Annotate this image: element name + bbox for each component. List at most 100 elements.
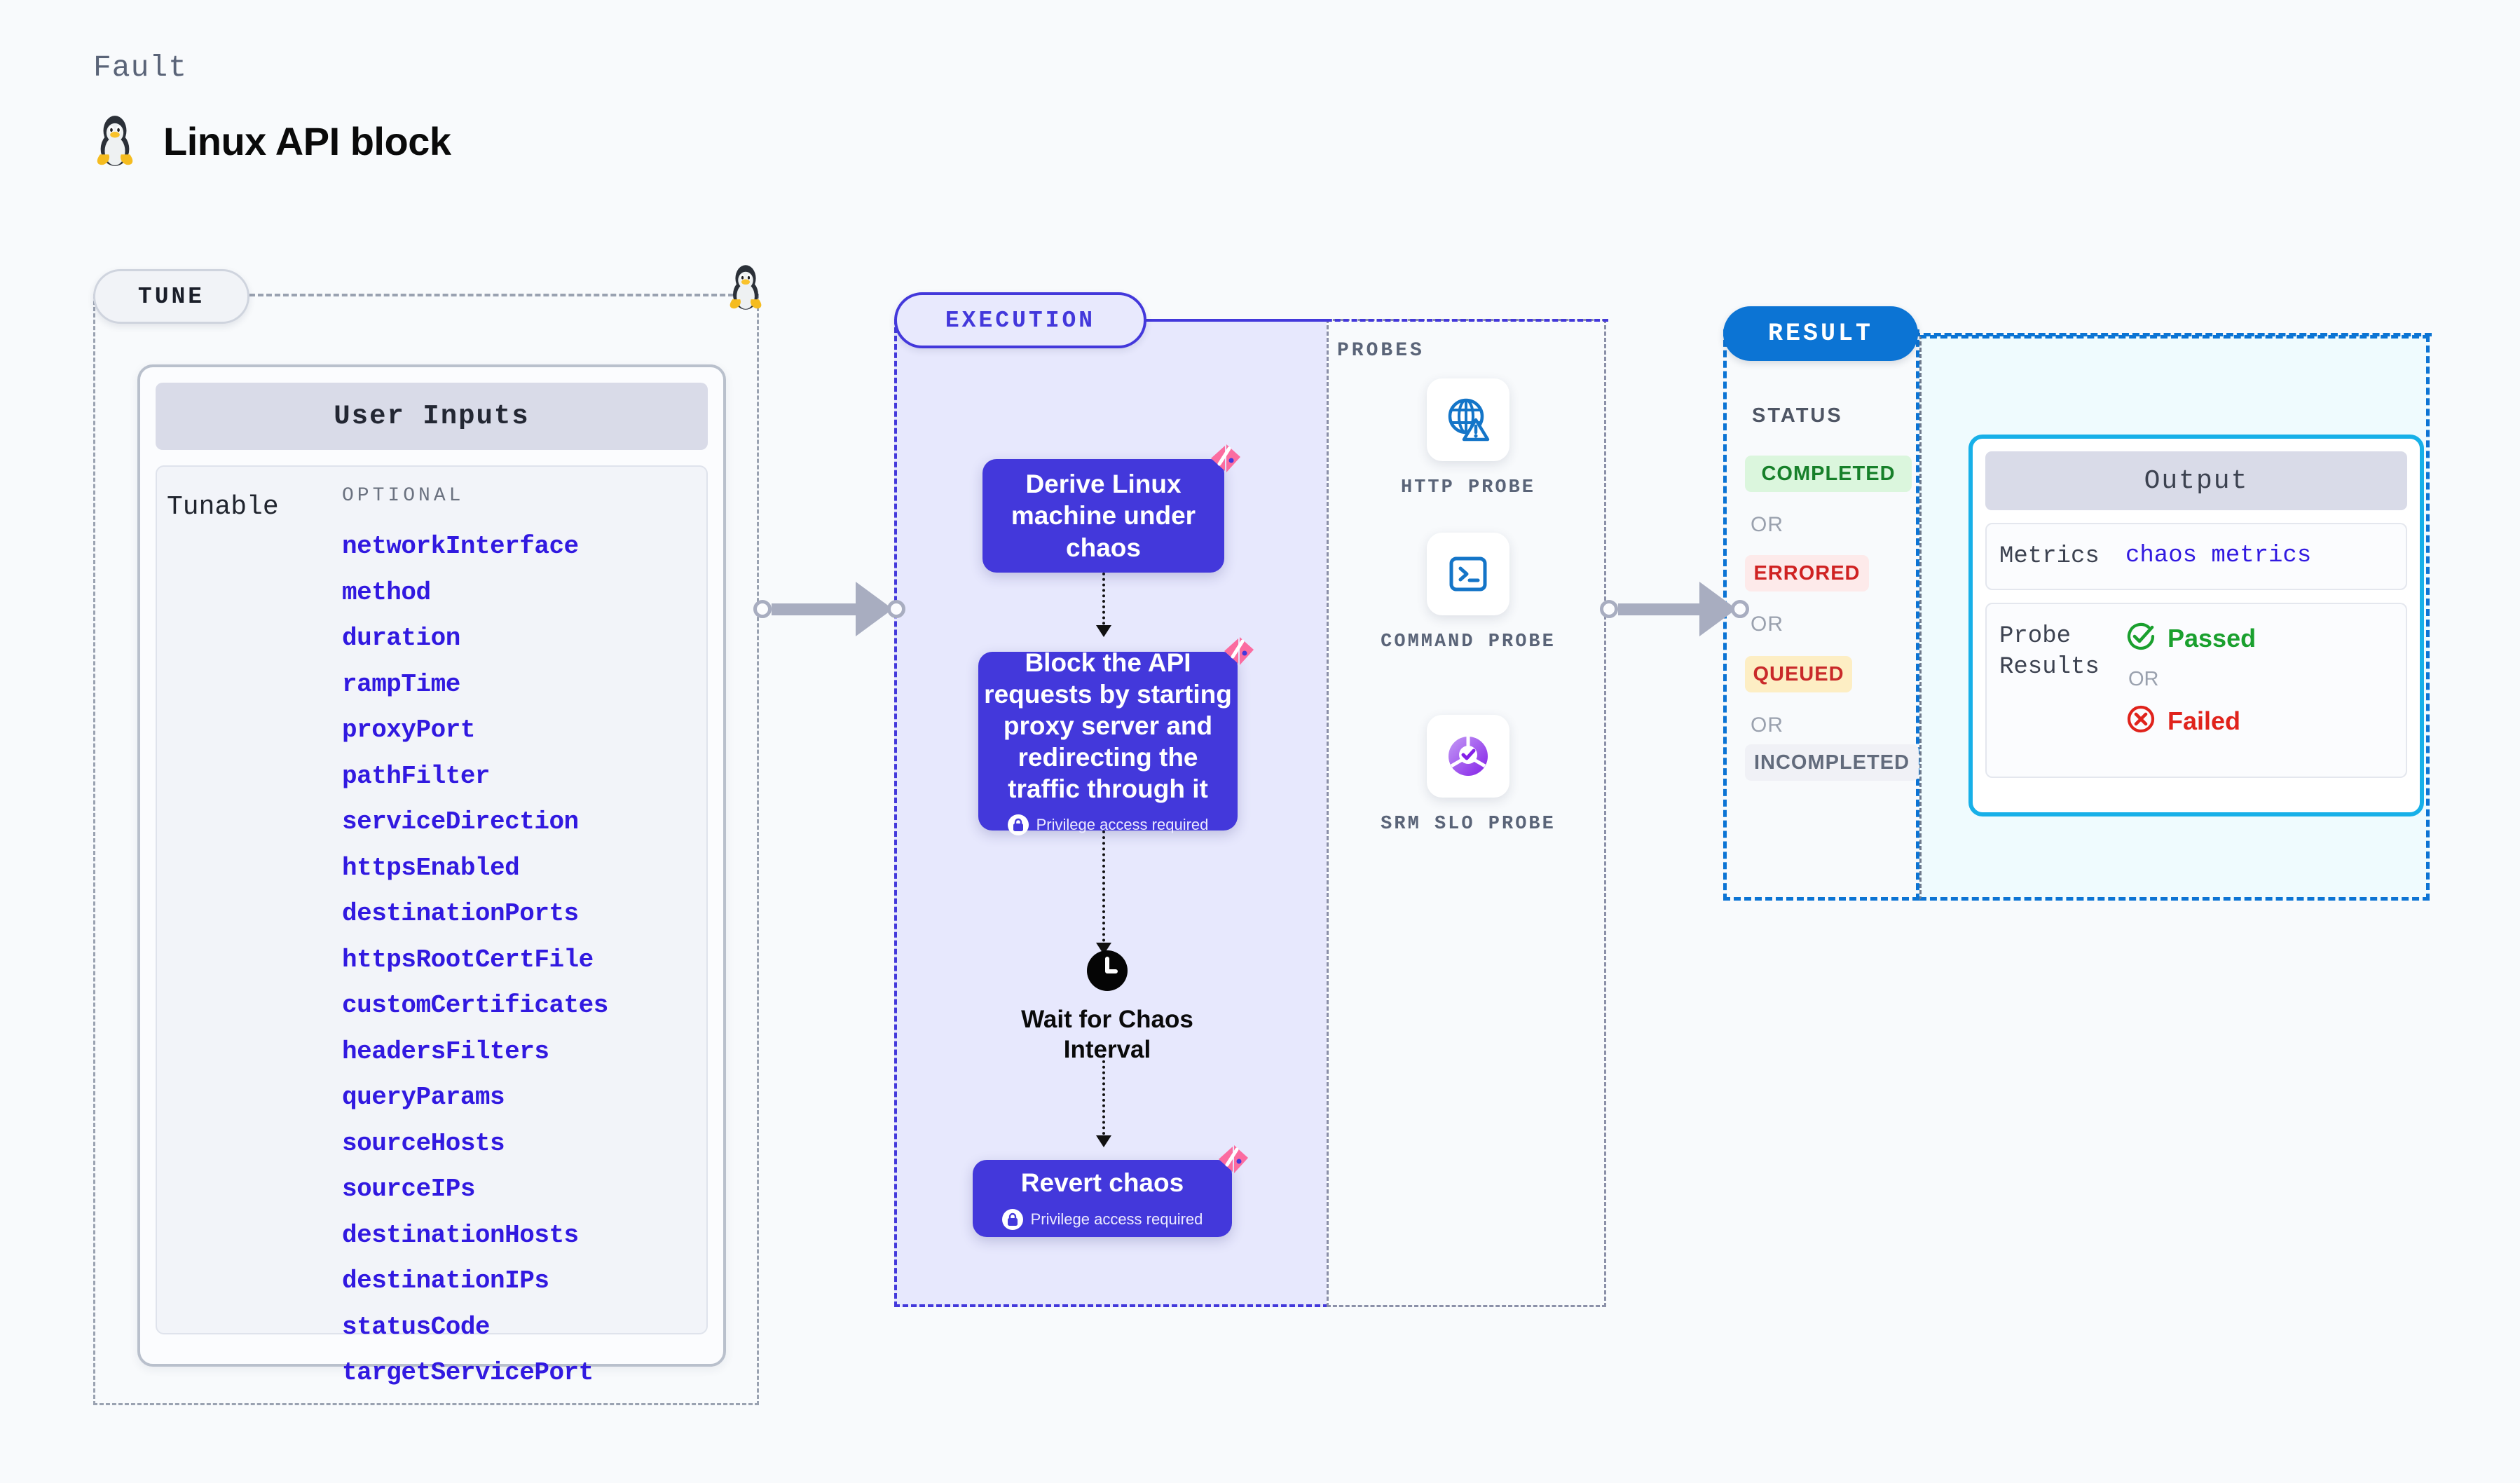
param-destinationHosts[interactable]: destinationHosts [342,1220,579,1250]
flow-link-derive-to-block [1096,573,1111,637]
status-badge-errored: ERRORED [1745,555,1869,592]
privilege-note-text: Privilege access required [1036,816,1209,834]
exec-node-label: Block the API requests by starting proxy… [984,648,1232,804]
fault-eyebrow-label: Fault [93,50,188,85]
optional-parameter-list: OPTIONAL networkInterface method duratio… [342,485,699,1387]
exec-node-revert-chaos[interactable]: Revert chaos Privilege access required [973,1145,1248,1237]
probe-http[interactable]: HTTP PROBE [1381,378,1556,500]
output-card: Output Metrics chaos metrics Probe Resul… [1968,435,2424,816]
param-proxyPort[interactable]: proxyPort [342,716,475,744]
param-sourceHosts[interactable]: sourceHosts [342,1128,505,1158]
exec-node-label: Derive Linux machine under chaos [1011,470,1196,562]
output-probe-results-row: Probe Results Passed OR [1985,603,2407,779]
flow-arrowhead [1096,1135,1111,1147]
exec-node-label: Revert chaos [1020,1168,1184,1198]
x-circle-icon [2125,704,2156,738]
flow-link-block-to-wait [1096,831,1111,955]
status-or-label: OR [1751,713,1783,737]
param-destinationIPs[interactable]: destinationIPs [342,1266,549,1295]
privilege-note: Privilege access required [1007,814,1209,836]
param-sourceIPs[interactable]: sourceIPs [342,1175,475,1203]
param-rampTime[interactable]: rampTime [342,669,460,699]
connector-arrowhead [856,582,893,636]
check-circle-icon [2125,621,2156,655]
probes-region-boundary [1327,319,1606,1307]
execution-dashed-connector-line [1142,319,1608,322]
exec-node-wait-for-chaos-interval: Wait for Chaos Interval [1013,950,1202,1065]
param-serviceDirection[interactable]: serviceDirection [342,807,579,836]
connector-execution-to-result [1600,582,1749,636]
metrics-key-label: Metrics [1999,543,2100,570]
probes-title: PROBES [1337,340,1425,362]
param-networkInterface[interactable]: networkInterface [342,532,579,561]
clock-icon [1086,950,1128,995]
status-badge-completed: COMPLETED [1745,456,1912,492]
tux-penguin-icon-on-line [724,262,767,316]
lock-icon [1001,1208,1023,1230]
wait-node-label: Wait for Chaos Interval [1021,1006,1193,1063]
probe-command-label: COMMAND PROBE [1381,631,1556,652]
status-or-label: OR [1751,513,1783,536]
lock-icon [1007,814,1029,836]
param-duration[interactable]: duration [342,624,460,652]
status-title: STATUS [1752,404,1843,427]
param-customCertificates[interactable]: customCertificates [342,991,608,1020]
probe-command[interactable]: COMMAND PROBE [1381,533,1556,655]
probe-srm-slo-label: SRM SLO PROBE [1381,814,1556,835]
privilege-note: Privilege access required [1001,1208,1203,1230]
result-section-pill[interactable]: RESULT [1723,306,1918,361]
connector-end-dot [1731,600,1749,618]
globe-warning-icon [1427,378,1509,461]
param-headersFilters[interactable]: headersFilters [342,1037,549,1066]
harness-corner-badge-icon [1221,636,1255,670]
page-title: Linux API block [163,118,451,163]
status-badge-incompleted: INCOMPLETED [1745,744,1919,781]
tux-penguin-icon [93,112,137,170]
param-httpsEnabled[interactable]: httpsEnabled [342,853,520,882]
probe-result-passed: Passed [2125,621,2256,655]
param-httpsRootCertFile[interactable]: httpsRootCertFile [342,945,594,974]
connector-start-dot [1600,600,1618,618]
probe-results-key-label: Probe Results [1999,623,2100,681]
output-metrics-row: Metrics chaos metrics [1985,523,2407,591]
output-title: Output [1985,451,2407,510]
tunable-panel: Tunable OPTIONAL networkInterface method… [156,465,708,1387]
metrics-value[interactable]: chaos metrics [2125,542,2312,569]
exec-node-derive-linux-machine[interactable]: Derive Linux machine under chaos [982,444,1240,573]
param-queryParams[interactable]: queryParams [342,1083,505,1112]
probe-srm-slo[interactable]: SRM SLO PROBE [1381,715,1556,837]
connector-shaft [1618,603,1701,615]
probe-http-label: HTTP PROBE [1400,477,1536,498]
tune-section-pill[interactable]: TUNE [93,269,249,324]
tune-region-boundary [93,294,759,1405]
probe-result-or-label: OR [2128,668,2159,691]
param-statusCode[interactable]: statusCode [342,1312,491,1341]
result-region-boundary [1723,329,1919,901]
connector-shaft [772,603,857,615]
status-or-label: OR [1751,613,1783,636]
exec-node-block-api-requests[interactable]: Block the API requests by starting proxy… [978,637,1254,836]
connector-tune-to-execution [753,582,905,636]
result-dashed-connector-line [1913,333,2432,336]
tune-dashed-connector-line [249,294,759,296]
connector-end-dot [887,600,905,618]
user-inputs-title: User Inputs [156,383,708,450]
execution-section-pill[interactable]: EXECUTION [894,292,1146,348]
slo-donut-check-icon [1427,715,1509,798]
harness-corner-badge-icon [1216,1144,1249,1178]
passed-label: Passed [2168,623,2257,652]
terminal-icon [1427,533,1509,615]
user-inputs-card: User Inputs Tunable OPTIONAL networkInte… [137,364,726,1387]
tunable-label: Tunable [167,492,279,522]
failed-label: Failed [2168,706,2241,735]
optional-label: OPTIONAL [342,485,465,507]
param-method[interactable]: method [342,578,431,607]
flow-link-wait-to-revert [1096,1055,1111,1147]
param-destinationPorts[interactable]: destinationPorts [342,899,579,928]
privilege-note-text: Privilege access required [1030,1210,1203,1228]
connector-start-dot [753,600,772,618]
connector-arrowhead [1699,582,1737,636]
status-badge-queued: QUEUED [1745,656,1852,692]
param-pathFilter[interactable]: pathFilter [342,761,491,791]
param-targetServicePort[interactable]: targetServicePort [342,1358,594,1387]
